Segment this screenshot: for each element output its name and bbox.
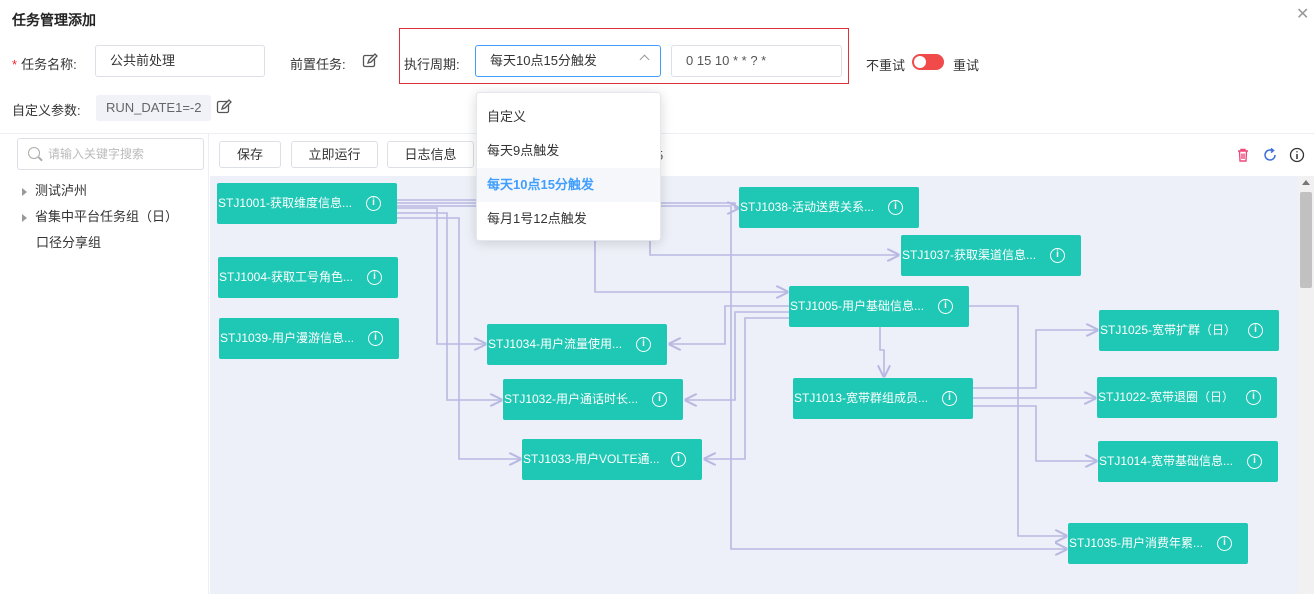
close-icon[interactable]: ✕ — [1296, 6, 1310, 23]
refresh-icon[interactable] — [1262, 147, 1278, 163]
cycle-label: 执行周期: — [404, 57, 460, 72]
chevron-up-icon — [639, 54, 650, 65]
tree-item-province[interactable]: 省集中平台任务组（日） — [22, 206, 178, 225]
caret-right-icon — [22, 213, 27, 222]
tree-item-share[interactable]: 口径分享组 — [36, 232, 101, 251]
tree-item-label: 省集中平台任务组（日） — [35, 209, 179, 224]
node-label: STJ1014-宽带基础信息... — [1099, 454, 1234, 468]
flow-node-stj1022[interactable]: STJ1022-宽带退圈（日） i — [1097, 377, 1277, 418]
info-icon[interactable]: i — [671, 452, 686, 467]
cron-input[interactable]: 0 15 10 * * ? * — [671, 45, 842, 77]
dialog-title: 任务管理添加 — [12, 12, 96, 28]
flow-node-stj1025[interactable]: STJ1025-宽带扩群（日） i — [1099, 310, 1279, 351]
info-icon[interactable]: i — [1248, 323, 1263, 338]
param-label: 自定义参数: — [12, 103, 81, 118]
info-icon[interactable]: i — [942, 391, 957, 406]
info-icon[interactable]: i — [938, 299, 953, 314]
dropdown-option-monthly-1st[interactable]: 每月1号12点触发 — [487, 211, 587, 226]
pre-task-edit-icon[interactable] — [362, 53, 378, 69]
tree-item-luzhou[interactable]: 测试泸州 — [22, 180, 87, 199]
node-label: STJ1035-用户消费年累... — [1069, 536, 1204, 550]
dropdown-option-custom[interactable]: 自定义 — [487, 109, 527, 124]
flow-node-stj1004[interactable]: STJ1004-获取工号角色... i — [218, 257, 398, 298]
flow-node-stj1039[interactable]: STJ1039-用户漫游信息... i — [219, 318, 399, 359]
retry-label: 重试 — [953, 58, 980, 73]
cycle-select-value: 每天10点15分触发 — [490, 53, 597, 68]
node-label: STJ1037-获取渠道信息... — [902, 248, 1037, 262]
node-label: STJ1038-活动送费关系... — [740, 200, 875, 214]
delete-icon[interactable] — [1235, 147, 1251, 163]
cycle-select[interactable]: 每天10点15分触发 — [475, 45, 661, 77]
scrollbar-thumb[interactable] — [1300, 192, 1312, 288]
info-icon[interactable]: i — [888, 200, 903, 215]
sidebar — [0, 134, 209, 594]
node-label: STJ1025-宽带扩群（日） — [1100, 323, 1237, 337]
flow-node-stj1032[interactable]: STJ1032-用户通话时长... i — [503, 379, 683, 420]
task-name-label: *任务名称: — [12, 54, 77, 73]
info-icon[interactable] — [1289, 147, 1305, 163]
node-label: STJ1001-获取维度信息... — [218, 196, 353, 210]
tree-item-label: 口径分享组 — [36, 235, 102, 250]
node-label: STJ1005-用户基础信息... — [790, 299, 925, 313]
param-edit-icon[interactable] — [216, 99, 232, 115]
flow-node-stj1034[interactable]: STJ1034-用户流量使用... i — [487, 324, 667, 365]
tree-item-label: 测试泸州 — [35, 183, 88, 198]
info-icon[interactable]: i — [636, 337, 651, 352]
caret-right-icon — [22, 187, 27, 196]
task-name-label-text: 任务名称: — [21, 57, 77, 72]
node-label: STJ1033-用户VOLTE通... — [523, 452, 660, 466]
node-label: STJ1013-宽带群组成员... — [794, 391, 929, 405]
node-label: STJ1039-用户漫游信息... — [220, 331, 355, 345]
info-icon[interactable]: i — [1050, 248, 1065, 263]
node-label: STJ1022-宽带退圈（日） — [1098, 390, 1235, 404]
search-icon — [28, 147, 40, 159]
run-now-button[interactable]: 立即运行 — [291, 141, 378, 168]
pre-task-label: 前置任务: — [290, 57, 346, 72]
info-icon[interactable]: i — [1247, 454, 1262, 469]
flow-node-stj1001[interactable]: STJ1001-获取维度信息... i — [217, 183, 397, 224]
scroll-up-icon[interactable] — [1302, 180, 1310, 185]
log-info-button[interactable]: 日志信息 — [387, 141, 474, 168]
flow-node-stj1033[interactable]: STJ1033-用户VOLTE通... i — [522, 439, 702, 480]
info-icon[interactable]: i — [367, 270, 382, 285]
info-icon[interactable]: i — [1217, 536, 1232, 551]
cycle-dropdown: 自定义 每天9点触发 每天10点15分触发 每月1号12点触发 — [476, 92, 661, 241]
flow-node-stj1038[interactable]: STJ1038-活动送费关系... i — [739, 187, 919, 228]
flow-node-stj1014[interactable]: STJ1014-宽带基础信息... i — [1098, 441, 1278, 482]
search-input[interactable]: 请输入关键字搜索 — [17, 138, 204, 170]
dropdown-option-daily-1015[interactable]: 每天10点15分触发 — [477, 168, 660, 202]
cycle-highlight-box — [399, 28, 849, 84]
info-icon[interactable]: i — [368, 331, 383, 346]
required-mark: * — [12, 57, 18, 72]
retry-switch[interactable] — [912, 54, 944, 70]
task-name-input[interactable]: 公共前处理 — [95, 45, 265, 77]
no-retry-label: 不重试 — [866, 58, 906, 73]
switch-knob — [914, 56, 926, 68]
info-icon[interactable]: i — [652, 392, 667, 407]
node-label: STJ1032-用户通话时长... — [504, 392, 639, 406]
param-tag: RUN_DATE1=-2 — [96, 95, 212, 121]
info-icon[interactable]: i — [366, 196, 381, 211]
node-label: STJ1004-获取工号角色... — [219, 270, 354, 284]
dropdown-option-daily-9[interactable]: 每天9点触发 — [487, 143, 560, 158]
flow-node-stj1013[interactable]: STJ1013-宽带群组成员... i — [793, 378, 973, 419]
info-icon[interactable]: i — [1246, 390, 1261, 405]
flow-node-stj1037[interactable]: STJ1037-获取渠道信息... i — [901, 235, 1081, 276]
search-placeholder: 请输入关键字搜索 — [48, 147, 145, 161]
save-button[interactable]: 保存 — [219, 141, 281, 168]
node-label: STJ1034-用户流量使用... — [488, 337, 623, 351]
flow-node-stj1005[interactable]: STJ1005-用户基础信息... i — [789, 286, 969, 327]
flow-node-stj1035[interactable]: STJ1035-用户消费年累... i — [1068, 523, 1248, 564]
